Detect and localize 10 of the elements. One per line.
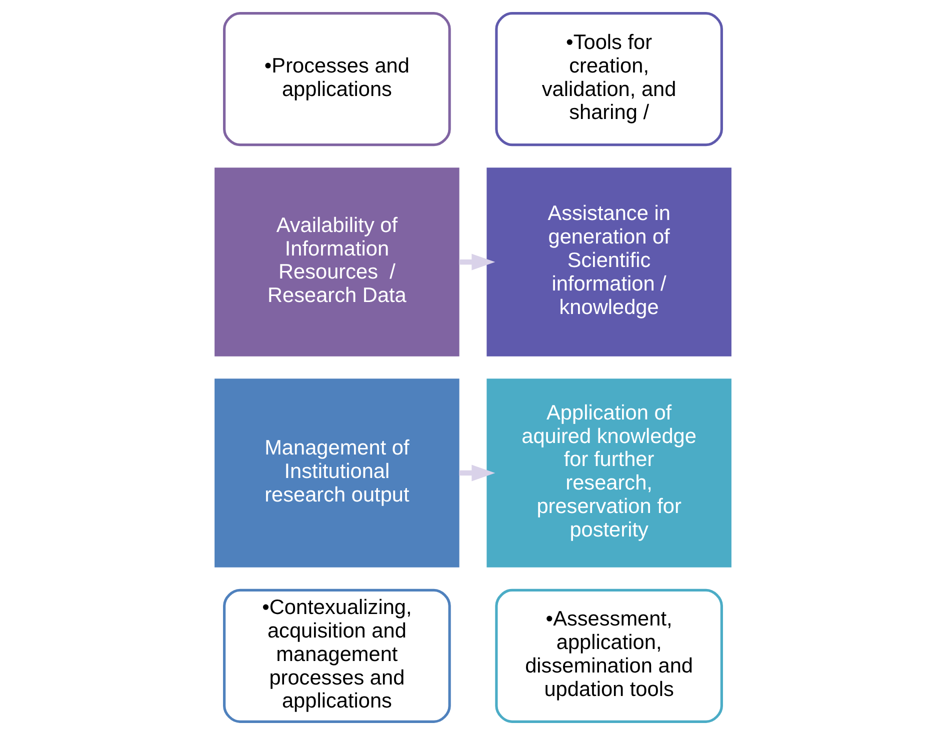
node-box: •Assessment, application, dissemination and updation tools bbox=[494, 588, 722, 723]
node-box: •Processes and applications bbox=[222, 12, 450, 146]
node-box: Management of Institutional research output bbox=[214, 378, 459, 568]
node-box: •Contexualizing, acquisition and management processes and applications bbox=[222, 588, 450, 723]
node-box: Assistance in generation of Scientific information / knowledge bbox=[486, 168, 731, 356]
node-box: Application of aquired knowledge for further research, preservation for posterity bbox=[486, 378, 731, 568]
arrow bbox=[458, 254, 495, 270]
node-box: Availability of Information Resources / Research Data bbox=[214, 168, 459, 356]
arrow bbox=[458, 464, 495, 482]
node-box: •Tools for creation, validation, and sharing / bbox=[494, 12, 722, 146]
